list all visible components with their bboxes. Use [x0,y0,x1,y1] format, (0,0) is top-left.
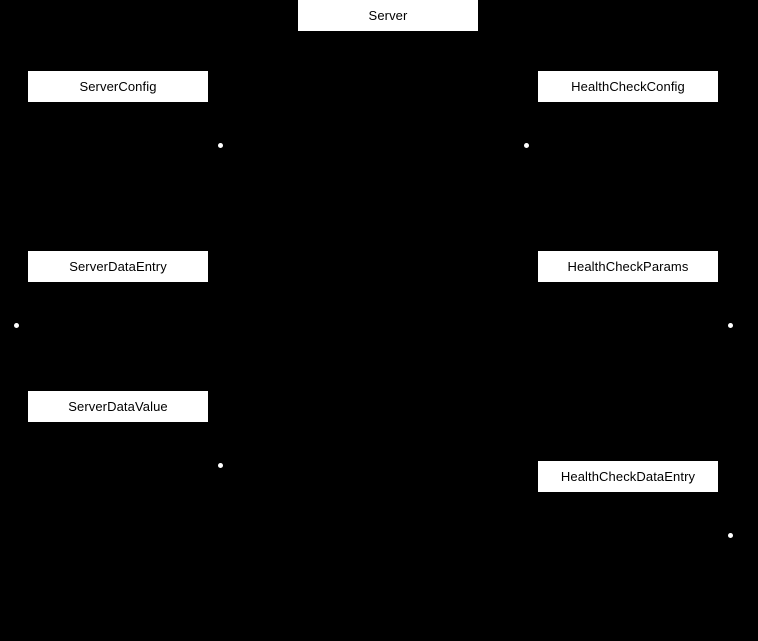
relationship-marker-dot [728,323,733,328]
class-node-label: ServerConfig [79,79,157,94]
relationship-marker-dot [218,143,223,148]
class-node-label: ServerDataValue [68,399,168,414]
relationship-marker-dot [524,143,529,148]
class-node-label: HealthCheckParams [567,259,689,274]
class-node-health-check-data-entry[interactable]: HealthCheckDataEntry [538,461,718,492]
relationship-marker-dot [218,463,223,468]
class-node-health-check-params[interactable]: HealthCheckParams [538,251,718,282]
class-node-label: HealthCheckDataEntry [560,469,696,484]
relationship-marker-dot [728,533,733,538]
class-node-server-config[interactable]: ServerConfig [28,71,208,102]
class-node-health-check-config[interactable]: HealthCheckConfig [538,71,718,102]
class-node-server-data-entry[interactable]: ServerDataEntry [28,251,208,282]
class-node-label: HealthCheckConfig [571,79,685,94]
class-node-label: Server [368,8,408,23]
relationship-marker-dot [14,323,19,328]
class-node-server[interactable]: Server [298,0,478,31]
class-node-label: ServerDataEntry [69,259,167,274]
class-node-server-data-value[interactable]: ServerDataValue [28,391,208,422]
